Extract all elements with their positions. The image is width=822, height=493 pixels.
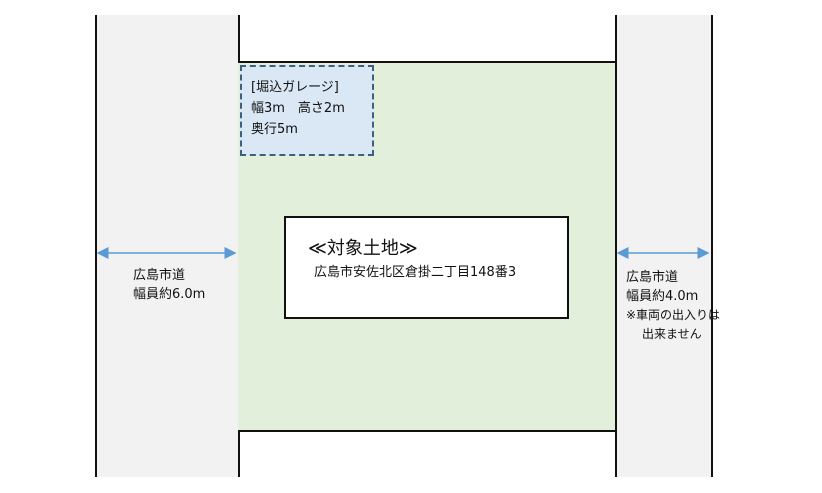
garage-title: [堀込ガレージ] (251, 80, 339, 95)
right-road-note: ※車両の出入りは (626, 308, 721, 322)
target-label-box: ≪対象土地≫ 広島市安佐北区倉掛二丁目148番3 (284, 216, 569, 319)
left-road-width: 幅員約6.0m (133, 287, 206, 302)
right-road (615, 15, 713, 477)
garage-depth: 奥行5m (251, 122, 298, 137)
right-road-name: 広島市道 (626, 270, 679, 285)
right-road-note-2: 出来ません (642, 327, 702, 341)
target-title: ≪対象土地≫ (308, 238, 418, 259)
right-road-width: 幅員約4.0m (626, 289, 699, 304)
left-road-label: 広島市道 幅員約6.0m (133, 266, 205, 304)
garage-size: 幅3m 高さ2m (251, 101, 345, 116)
left-road-name: 広島市道 (133, 268, 186, 283)
right-road-label: 広島市道 幅員約4.0m ※車両の出入りは 出来ません (626, 268, 720, 344)
garage-box: [堀込ガレージ] 幅3m 高さ2m 奥行5m (240, 65, 374, 156)
target-address: 広島市安佐北区倉掛二丁目148番3 (314, 265, 517, 280)
